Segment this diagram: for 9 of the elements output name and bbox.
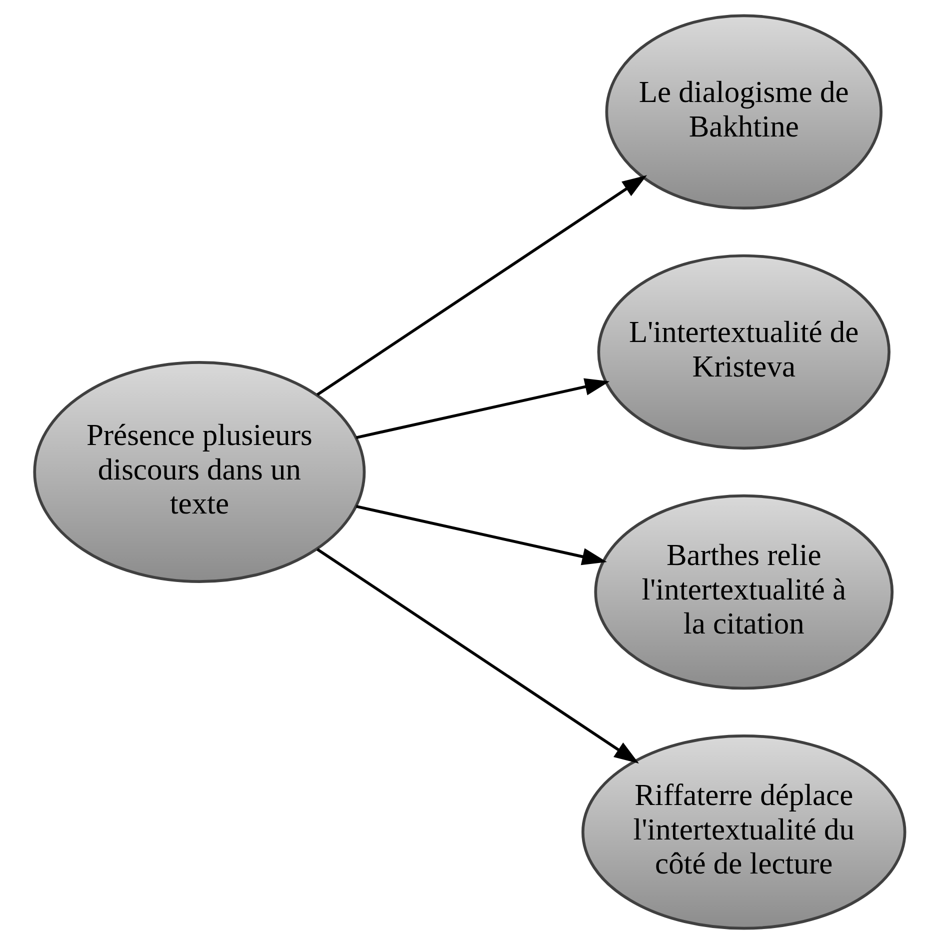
node-ellipse: Barthes relie l'intertextualité à la citation bbox=[594, 494, 894, 690]
arrow bbox=[316, 548, 639, 764]
node-ellipse: Le dialogisme de Bakhtine bbox=[605, 14, 882, 210]
node-ellipse: L'intertextualité de Kristeva bbox=[597, 254, 890, 450]
node-ellipse: Présence plusieurs discours dans un texte bbox=[33, 361, 366, 583]
arrow bbox=[316, 175, 647, 396]
node-ellipse: Riffaterre déplace l'intertextualité du côté de lecture bbox=[581, 734, 906, 930]
arrow bbox=[356, 378, 610, 439]
arrow bbox=[356, 505, 607, 566]
